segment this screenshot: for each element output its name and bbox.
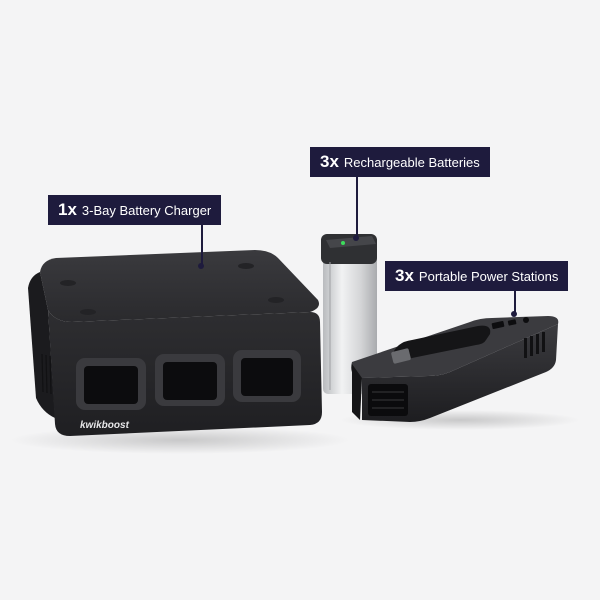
charger-foot (80, 309, 96, 315)
charger-bay (76, 358, 146, 410)
battery-cap-top (326, 236, 376, 248)
callout-charger: 1x 3-Bay Battery Charger (48, 195, 222, 225)
usb-port (507, 319, 517, 326)
callout-quantity: 3x (320, 152, 339, 171)
callout-label: Portable Power Stations (418, 268, 559, 284)
charger-foot (268, 297, 284, 303)
usb-port (491, 321, 505, 329)
callout-label: Rechargeable Batteries (343, 154, 480, 170)
portable-power-station (351, 316, 559, 422)
callout-stations: 3x Portable Power Stations (385, 261, 569, 291)
leader-line (514, 291, 516, 313)
leader-dot (353, 235, 359, 241)
charger-vent (41, 353, 52, 395)
station-end (352, 364, 362, 420)
charger-foot (60, 280, 76, 286)
status-led (341, 241, 345, 245)
callout-quantity: 1x (58, 200, 77, 219)
leader-line (356, 177, 358, 237)
station-handle (392, 325, 491, 360)
charger-bay (233, 350, 301, 402)
station-side (362, 324, 558, 422)
charger-side (28, 272, 55, 418)
charger-foot (238, 263, 254, 269)
callout-batteries: 3x Rechargeable Batteries (310, 147, 490, 177)
station-handle-clip (391, 348, 411, 364)
leader-dot (198, 263, 204, 269)
brand-logo: kwikboost (80, 420, 130, 431)
leader-line (201, 225, 203, 265)
leader-dot (511, 311, 517, 317)
charger-bay (155, 354, 225, 406)
power-button (523, 317, 529, 323)
callout-quantity: 3x (395, 266, 414, 285)
battery-charger: kwikboost (28, 250, 322, 436)
station-slot-ribs (372, 391, 404, 409)
station-vent (524, 332, 545, 358)
callout-label: 3-Bay Battery Charger (81, 202, 212, 218)
